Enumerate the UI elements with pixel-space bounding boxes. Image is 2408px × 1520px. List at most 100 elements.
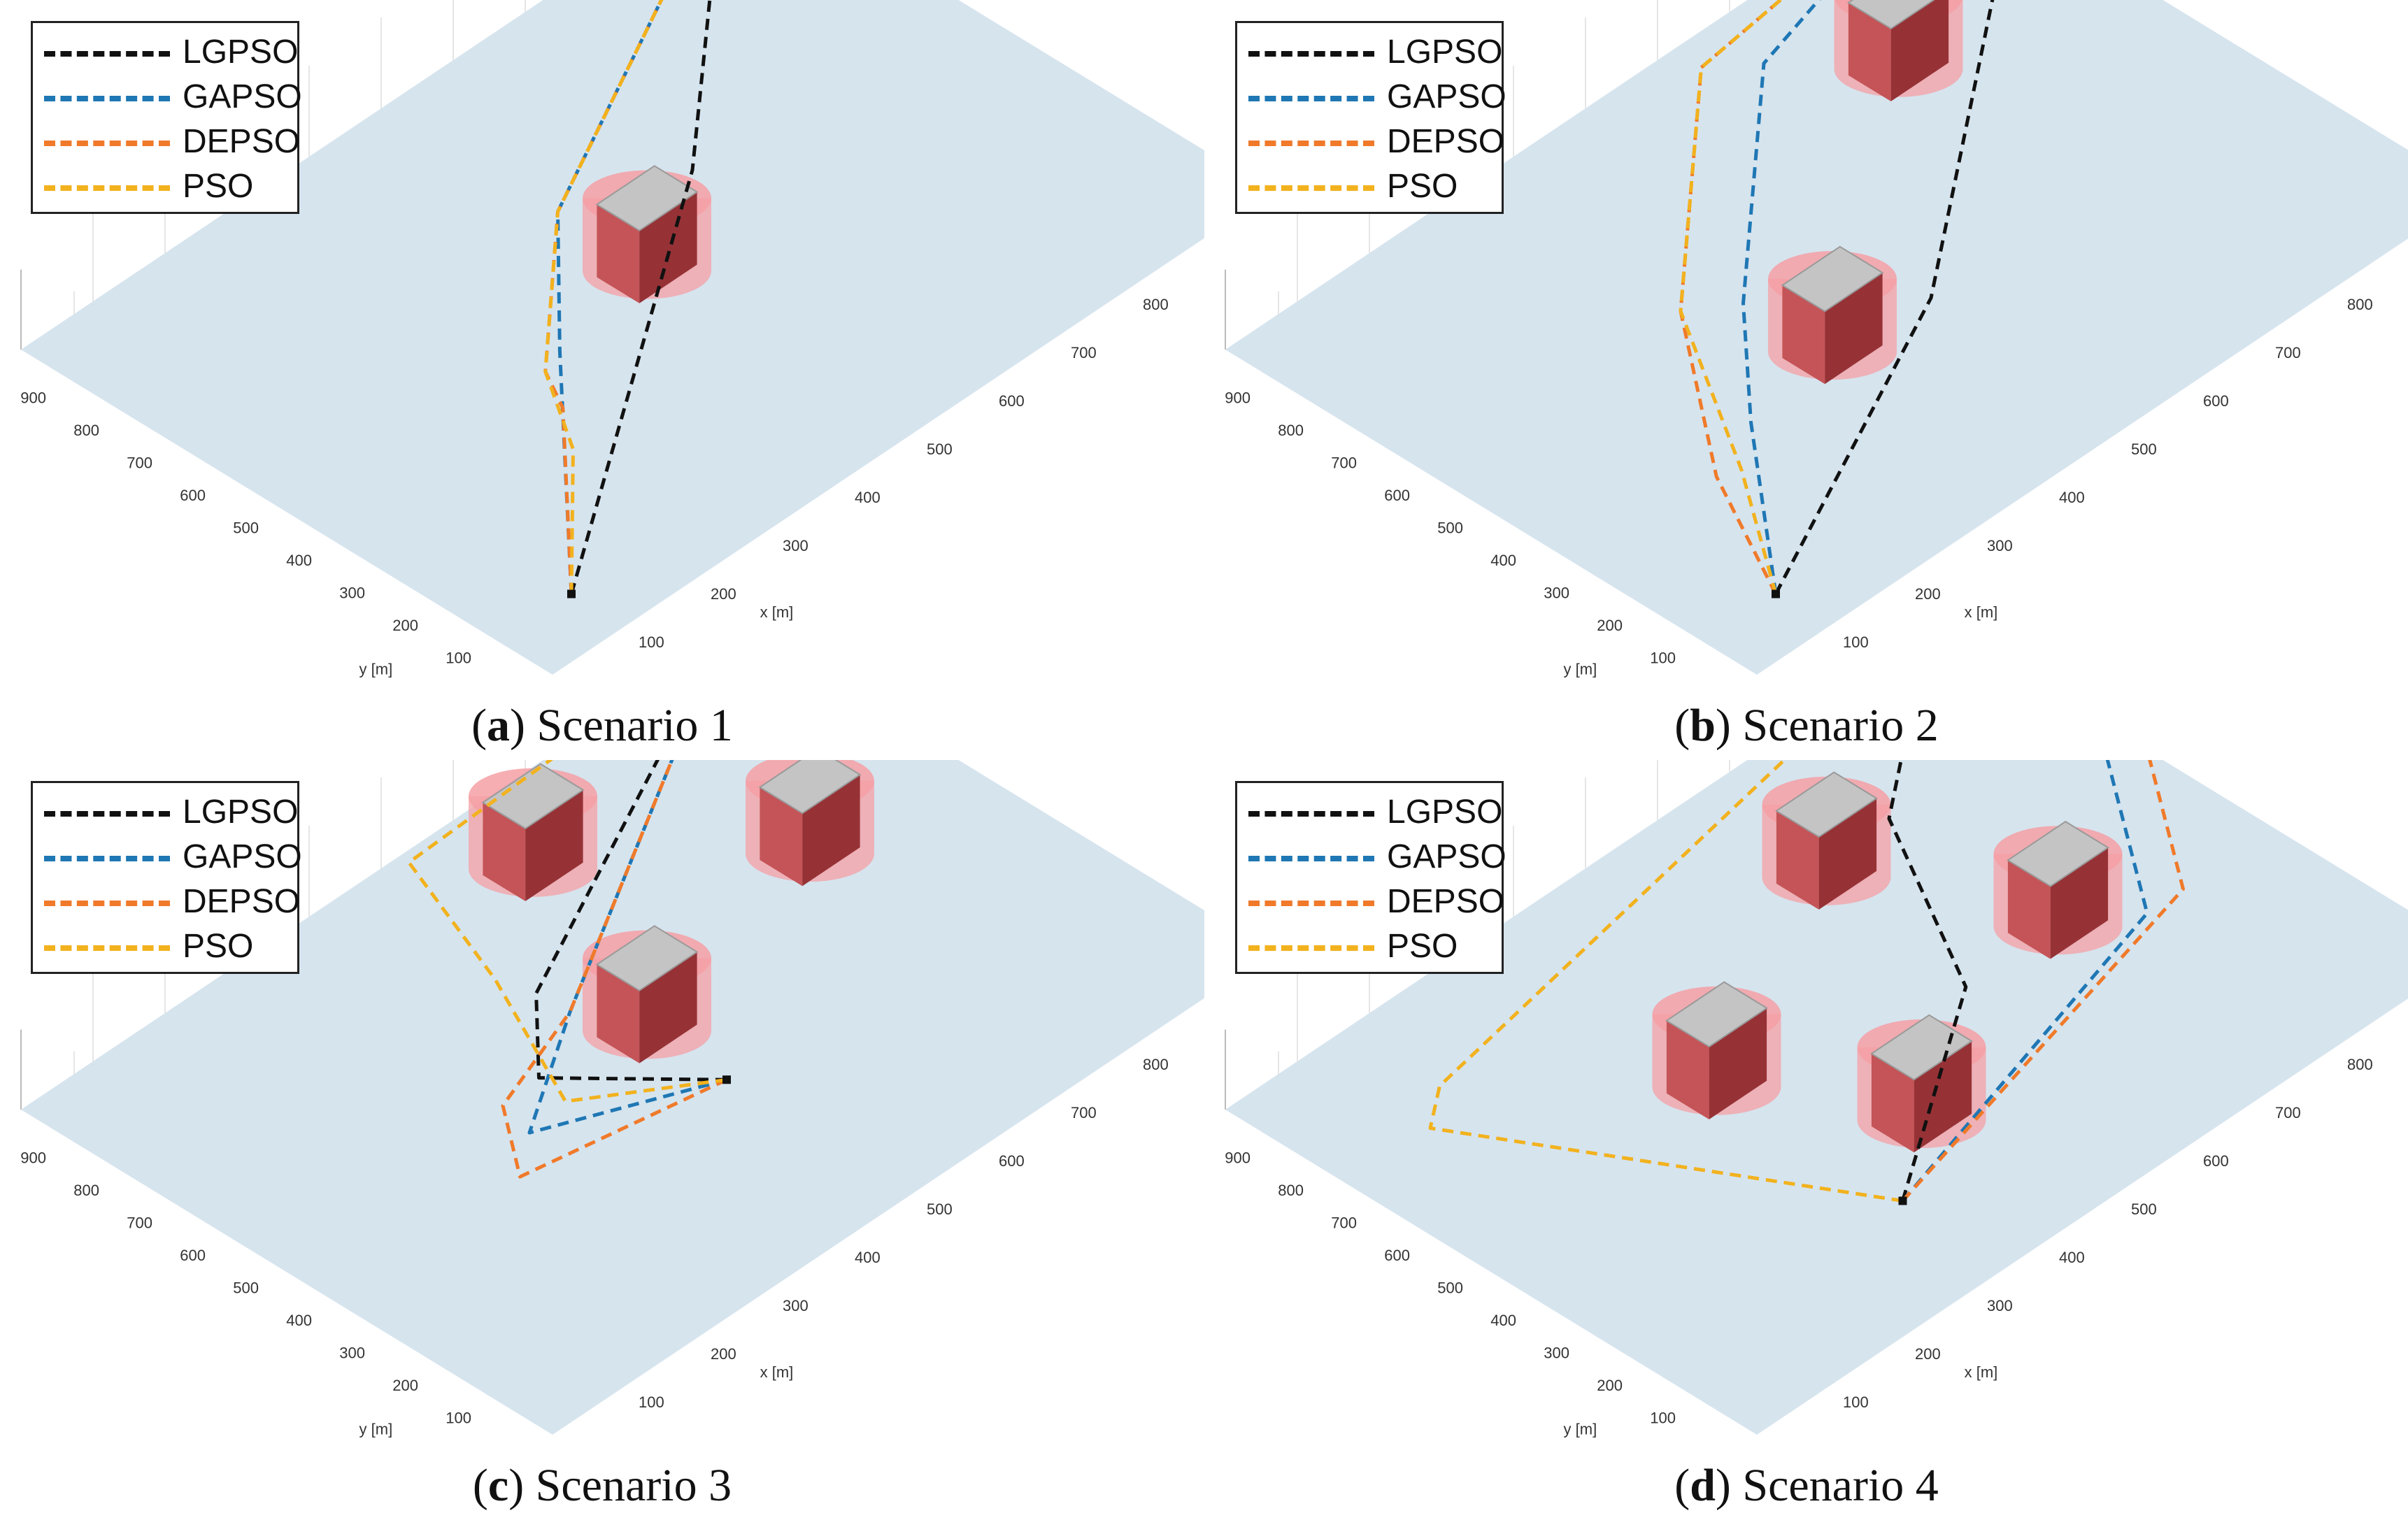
x-tick-label: 700 — [1071, 344, 1097, 361]
y-tick-label: 100 — [1650, 1410, 1676, 1427]
x-tick-label: 100 — [1843, 633, 1869, 651]
y-tick-label: 900 — [20, 389, 46, 407]
x-axis-label: x [m] — [760, 1363, 794, 1381]
y-tick-label: 600 — [180, 487, 206, 504]
x-tick-label: 100 — [639, 1393, 664, 1411]
obstacle-top — [1870, 1014, 1973, 1081]
obstacle-face-right — [1709, 1008, 1767, 1119]
trajectory-depso — [501, 760, 728, 1179]
legend-entry: DEPSO — [33, 120, 300, 164]
y-tick-label: 800 — [73, 1182, 99, 1199]
legend-label: PSO — [1387, 168, 1458, 205]
legend-swatch — [1248, 141, 1374, 146]
y-tick-label: 100 — [446, 650, 471, 667]
x-tick-label: 400 — [2059, 489, 2085, 506]
legend-swatch — [44, 811, 170, 817]
panel-caption: (d) Scenario 4 — [1674, 1460, 1939, 1511]
x-tick-label: 700 — [2275, 1104, 2301, 1121]
x-tick-label: 600 — [2203, 392, 2229, 410]
obstacle-top — [2007, 820, 2109, 887]
y-tick-label: 800 — [73, 422, 99, 439]
obstacle-face-left — [597, 964, 640, 1063]
y-tick-label: 200 — [1597, 617, 1623, 634]
x-tick-label: 300 — [1987, 1297, 2013, 1314]
obstacle-top — [481, 763, 585, 830]
y-tick-label: 700 — [127, 1214, 152, 1232]
x-tick-label: 200 — [1915, 1345, 1941, 1363]
obstacle-face-left — [1666, 1020, 1709, 1119]
x-tick-label: 400 — [2059, 1249, 2085, 1266]
legend-entry: GAPSO — [33, 835, 302, 880]
x-tick-label: 300 — [783, 1297, 808, 1314]
obstacle-face-left — [1776, 810, 1819, 910]
legend-entry: GAPSO — [1237, 75, 1506, 120]
y-tick-label: 600 — [1384, 1247, 1410, 1264]
ground-plane — [21, 760, 1204, 1435]
x-tick-label: 800 — [2347, 296, 2373, 313]
y-tick-label: 500 — [1437, 1279, 1463, 1297]
legend-label: GAPSO — [1387, 838, 1506, 875]
legend-swatch — [1248, 901, 1374, 906]
obstacle-top — [1781, 245, 1884, 313]
y-tick-label: 800 — [1278, 422, 1304, 439]
plot-svg: 0100200z [m]100200300400500600700800900x… — [1225, 760, 2408, 1438]
x-tick-label: 400 — [855, 489, 881, 506]
legend-entry: PSO — [33, 164, 299, 209]
trajectory-lgpso — [1887, 760, 1968, 1202]
obstacle-top — [1665, 981, 1768, 1048]
legend-label: GAPSO — [183, 838, 302, 875]
obstacle-face-left — [2007, 860, 2051, 959]
panel-caption: (c) Scenario 3 — [472, 1460, 732, 1511]
x-tick-label: 500 — [927, 1200, 953, 1218]
y-tick-label: 300 — [339, 1345, 365, 1362]
obstacle-face-right — [1914, 1041, 1972, 1153]
y-tick-label: 200 — [392, 617, 418, 634]
panel-c: 0100200z [m]100200300400500600700800900x… — [0, 760, 1204, 1520]
y-tick-label: 500 — [1437, 519, 1463, 537]
y-tick-label: 400 — [1490, 552, 1516, 569]
start-marker — [567, 589, 576, 598]
x-tick-label: 800 — [1143, 1056, 1169, 1073]
trajectory-depso — [1901, 760, 2185, 1203]
y-tick-label: 200 — [392, 1377, 418, 1394]
x-axis-label: x [m] — [1965, 603, 1998, 621]
y-tick-label: 300 — [1544, 1345, 1569, 1362]
x-axis-label: x [m] — [1965, 1363, 1998, 1381]
y-tick-label: 600 — [1384, 487, 1410, 504]
obstacle-face-right — [525, 789, 583, 901]
legend-entry: DEPSO — [1237, 880, 1504, 924]
legend-swatch — [1248, 945, 1374, 951]
panel-d: 0100200z [m]100200300400500600700800900x… — [1204, 760, 2408, 1520]
legend-entry: PSO — [1237, 924, 1503, 969]
obstacle-face-right — [1890, 0, 1949, 101]
legend-label: PSO — [183, 928, 254, 965]
trajectory-gapso — [1741, 0, 1821, 594]
x-tick-label: 200 — [711, 1345, 736, 1363]
x-tick-label: 700 — [2275, 344, 2301, 361]
y-tick-label: 100 — [1650, 650, 1676, 667]
obstacle-face-left — [1871, 1054, 1914, 1153]
legend-entry: PSO — [1237, 164, 1503, 209]
start-marker — [1772, 589, 1780, 598]
obstacle-top — [595, 925, 699, 991]
legend-swatch — [44, 141, 170, 146]
y-axis-label: y [m] — [1564, 661, 1597, 678]
trajectory-lgpso — [569, 0, 712, 595]
trajectory-pso — [1428, 760, 1903, 1203]
panel-letter: a — [487, 700, 511, 751]
panel-letter: d — [1690, 1460, 1716, 1511]
legend-label: LGPSO — [1387, 34, 1503, 71]
y-tick-label: 700 — [1331, 1214, 1357, 1232]
obstacle-face-right — [1818, 798, 1877, 910]
panel-b: 0100200z [m]100200300400500600700800900x… — [1204, 0, 2408, 760]
legend-entry: GAPSO — [33, 75, 302, 120]
x-tick-label: 300 — [783, 537, 808, 554]
trajectory-pso — [1679, 0, 1783, 595]
legend-swatch — [1248, 96, 1374, 101]
ground-plane — [21, 0, 1204, 675]
x-tick-label: 600 — [999, 392, 1025, 410]
obstacle-face-left — [1782, 285, 1825, 385]
legend-swatch — [44, 96, 170, 101]
obstacle-face-right — [1825, 273, 1883, 385]
legend-label: DEPSO — [1387, 123, 1505, 160]
